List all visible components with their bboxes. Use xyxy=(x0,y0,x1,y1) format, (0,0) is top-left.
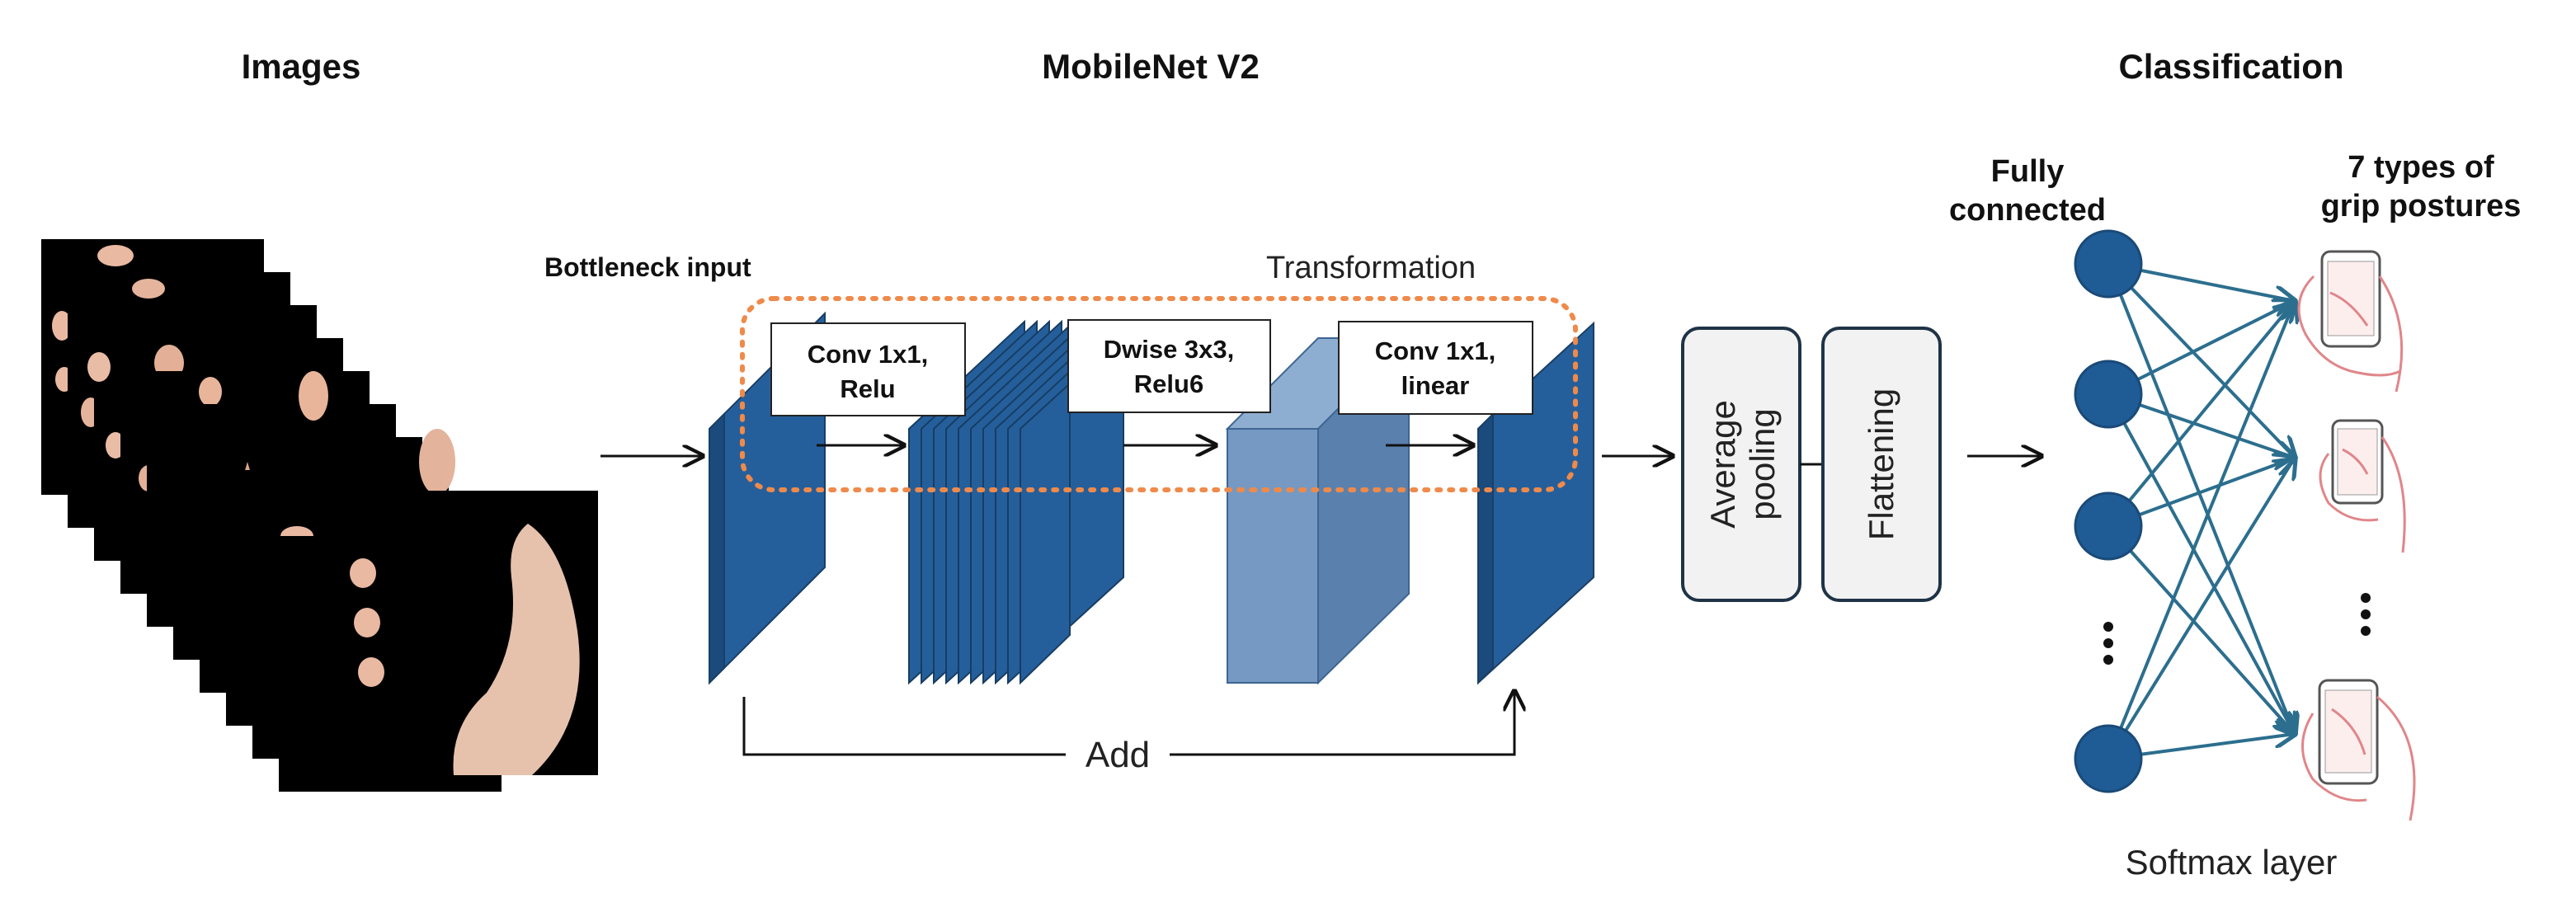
fc-node xyxy=(2074,229,2143,299)
phone-grip-icon xyxy=(2297,250,2404,393)
section-title-images: Images xyxy=(242,47,361,86)
grip-postures-label-line1: 7 types of xyxy=(2348,150,2494,185)
average-pooling-line1: Average xyxy=(1703,400,1742,529)
softmax-label: Softmax layer xyxy=(2126,843,2338,882)
fc-node xyxy=(2074,724,2143,793)
skip-connection-end xyxy=(1170,691,1514,756)
ellipsis-icon xyxy=(2103,622,2113,665)
fc-node xyxy=(2074,491,2143,561)
add-label: Add xyxy=(1085,735,1150,775)
section-title-classification: Classification xyxy=(2118,47,2343,86)
op-conv1x1-linear: Conv 1x1, linear xyxy=(1338,321,1533,415)
section-title-mobilenet: MobileNet V2 xyxy=(1042,47,1260,86)
op-conv2-line1: Conv 1x1, xyxy=(1375,336,1495,365)
fc-node xyxy=(2074,360,2143,429)
skip-connection xyxy=(742,697,1066,756)
op-conv1-line1: Conv 1x1, xyxy=(808,340,928,369)
average-pooling-box: Average pooling xyxy=(1681,327,1801,602)
op-dwise-line2: Relu6 xyxy=(1134,369,1203,398)
op-conv1x1-relu: Conv 1x1, Relu xyxy=(770,322,966,416)
op-dwise-line1: Dwise 3x3, xyxy=(1104,335,1235,364)
average-pooling-line2: pooling xyxy=(1743,408,1782,520)
hand-photo xyxy=(326,491,598,775)
image-stack xyxy=(41,239,598,792)
flattening-label: Flattening xyxy=(1862,388,1900,540)
phone-grip-icon xyxy=(2319,419,2406,553)
fc-nodes xyxy=(2074,229,2143,793)
fully-connected-label-line1: Fully xyxy=(1991,154,2065,189)
phone-grip-icon xyxy=(2301,679,2416,821)
op-conv2-line2: linear xyxy=(1401,371,1470,400)
fully-connected-label-line2: connected xyxy=(1949,193,2106,228)
op-conv1-line2: Relu xyxy=(840,374,895,403)
grip-postures-label-line2: grip postures xyxy=(2321,189,2522,223)
ellipsis-icon xyxy=(2361,593,2371,636)
op-dwise3x3-relu6: Dwise 3x3, Relu6 xyxy=(1067,319,1271,413)
transformation-label: Transformation xyxy=(1266,251,1476,285)
flattening-box: Flattening xyxy=(1821,327,1942,602)
transformation-region xyxy=(740,296,1578,492)
bottleneck-input-label: Bottleneck input xyxy=(544,252,751,282)
